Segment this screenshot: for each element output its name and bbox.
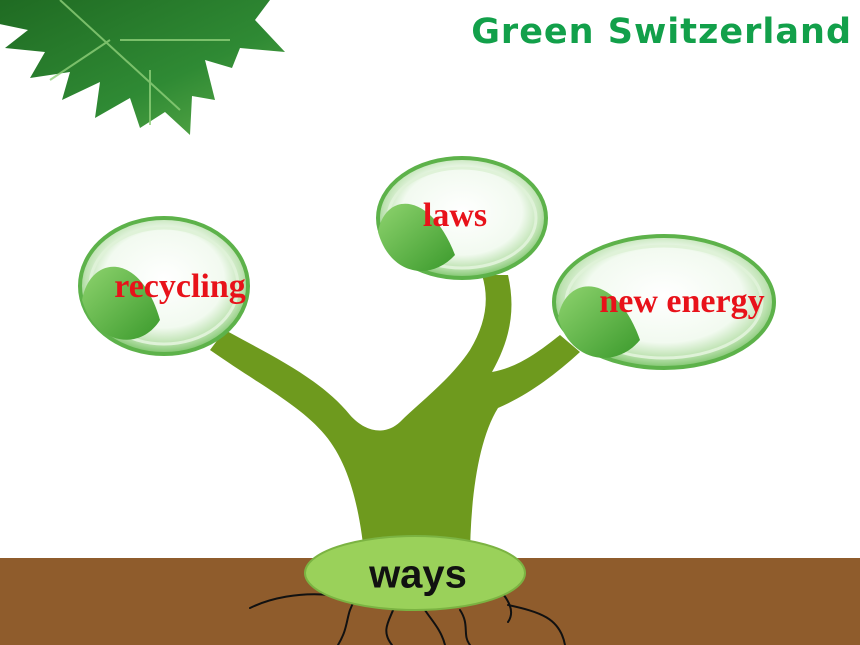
maple-leaf-icon xyxy=(0,0,285,135)
page-title: Green Switzerland xyxy=(471,12,852,52)
bubble-leaf-icon xyxy=(378,203,455,271)
tree-trunk xyxy=(210,275,580,562)
bubble-recycling xyxy=(78,216,250,356)
branch-label-laws: laws xyxy=(422,197,488,234)
bubble-leaf-icon xyxy=(558,286,640,358)
root-label: ways xyxy=(369,552,467,597)
branch-label-recycling: recycling xyxy=(114,268,246,305)
branch-label-new-energy: new energy xyxy=(599,283,765,320)
root-ellipse xyxy=(304,535,526,611)
bubble-new-energy xyxy=(552,234,776,370)
bubble-laws xyxy=(376,156,548,280)
bubble-leaf-icon xyxy=(82,266,160,340)
